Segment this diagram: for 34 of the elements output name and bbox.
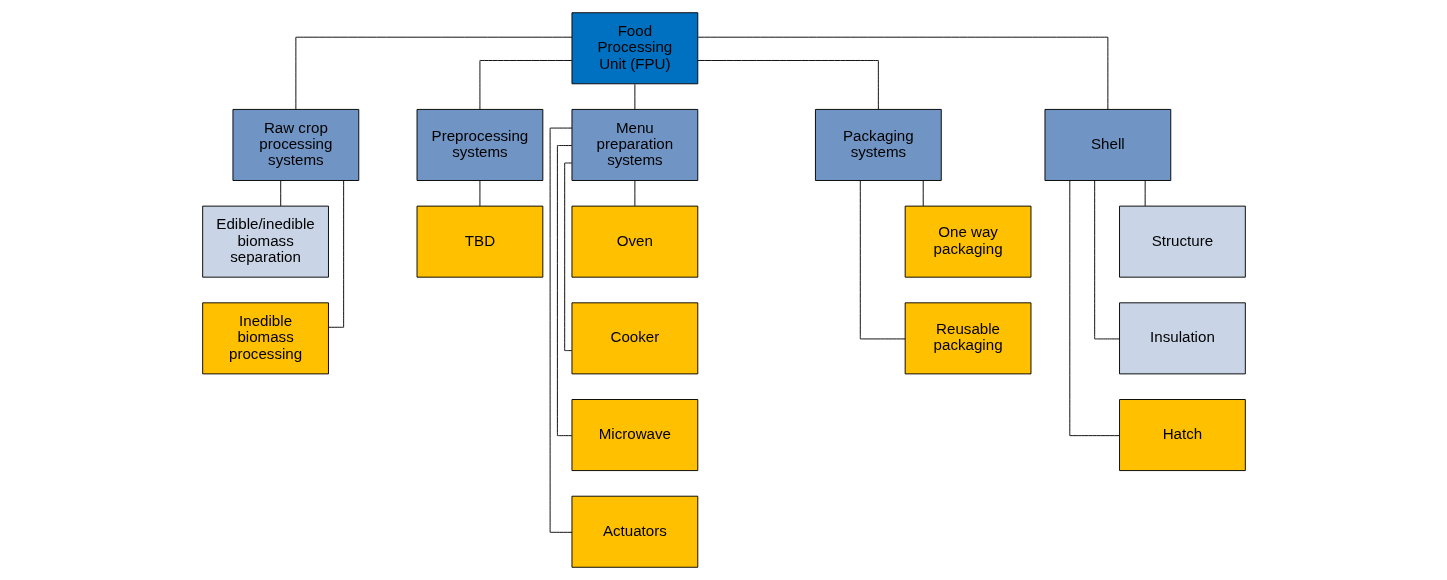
connector — [633, 180, 635, 207]
connector — [478, 60, 572, 110]
connector — [633, 83, 635, 110]
connector — [1144, 180, 1146, 207]
node-box: Structure — [1118, 205, 1246, 278]
connector — [697, 36, 1108, 110]
node-box: Oven — [571, 205, 698, 278]
node-box: Raw crop processing systems — [232, 108, 359, 181]
connector — [549, 127, 572, 533]
connector — [696, 60, 879, 110]
node-box: Reusable packaging — [904, 302, 1031, 375]
node-box: Food Processing Unit (FPU) — [571, 12, 698, 85]
node-box: Shell — [1044, 108, 1171, 181]
connector — [563, 162, 572, 352]
node-box: One way packaging — [904, 205, 1031, 278]
node-box: Inedible biomass processing — [201, 302, 329, 375]
connector — [1093, 180, 1120, 340]
node-box: Menu preparation systems — [571, 108, 698, 181]
node-box: Packaging systems — [814, 108, 942, 181]
connector — [1068, 180, 1120, 437]
connector — [294, 36, 572, 110]
connector — [478, 180, 480, 207]
node-box: Cooker — [571, 302, 698, 375]
connector — [922, 180, 924, 207]
node-box: TBD — [416, 205, 543, 278]
connector — [556, 145, 572, 437]
connector — [859, 180, 906, 340]
node-box: Actuators — [571, 495, 698, 568]
node-box: Microwave — [571, 399, 698, 472]
node-box: Preprocessing systems — [416, 108, 543, 181]
node-box: Hatch — [1118, 399, 1246, 472]
node-box: Insulation — [1118, 302, 1246, 375]
node-box: Edible/inedible biomass separation — [201, 205, 329, 278]
connector — [279, 180, 281, 207]
